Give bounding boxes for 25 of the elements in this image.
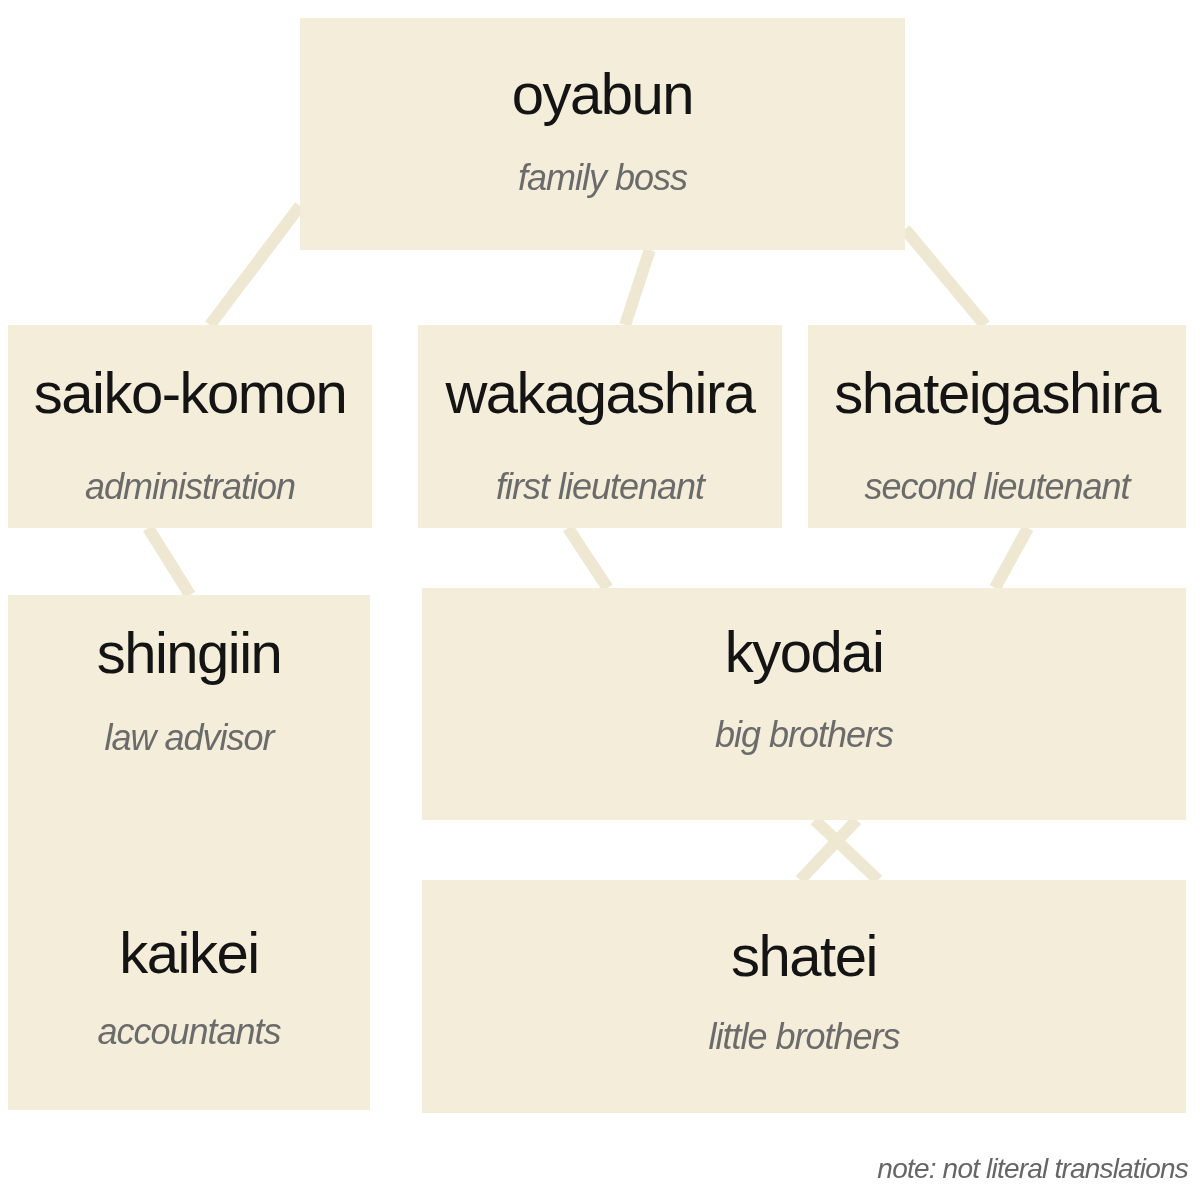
rank-translation: family boss (517, 157, 688, 199)
rank-translation: accountants (97, 1011, 281, 1053)
rank-name: wakagashira (445, 361, 755, 425)
rank-box (422, 588, 1186, 820)
rank-translation: big brothers (714, 714, 894, 756)
rank-box (418, 325, 782, 528)
rank-translation: administration (84, 466, 296, 508)
rank-name: kaikei (119, 921, 259, 985)
rank-name: saiko-komon (33, 361, 347, 425)
rank-box (8, 325, 372, 528)
rank-name: oyabun (511, 62, 694, 126)
rank-box (300, 18, 905, 250)
rank-translation: law advisor (104, 717, 274, 759)
connector-line (619, 248, 656, 327)
rank-box (808, 325, 1186, 528)
rank-translation: second lieutenant (864, 466, 1130, 508)
rank-box (422, 880, 1186, 1113)
footnote: note: not literal translations (877, 1152, 1188, 1186)
rank-name: shateigashira (834, 361, 1160, 425)
rank-translation: first lieutenant (495, 466, 705, 508)
rank-box (8, 595, 370, 1110)
rank-name: kyodai (724, 620, 884, 684)
rank-name: shingiin (96, 621, 282, 685)
rank-name: shatei (731, 924, 877, 988)
rank-translation: little brothers (708, 1016, 900, 1058)
